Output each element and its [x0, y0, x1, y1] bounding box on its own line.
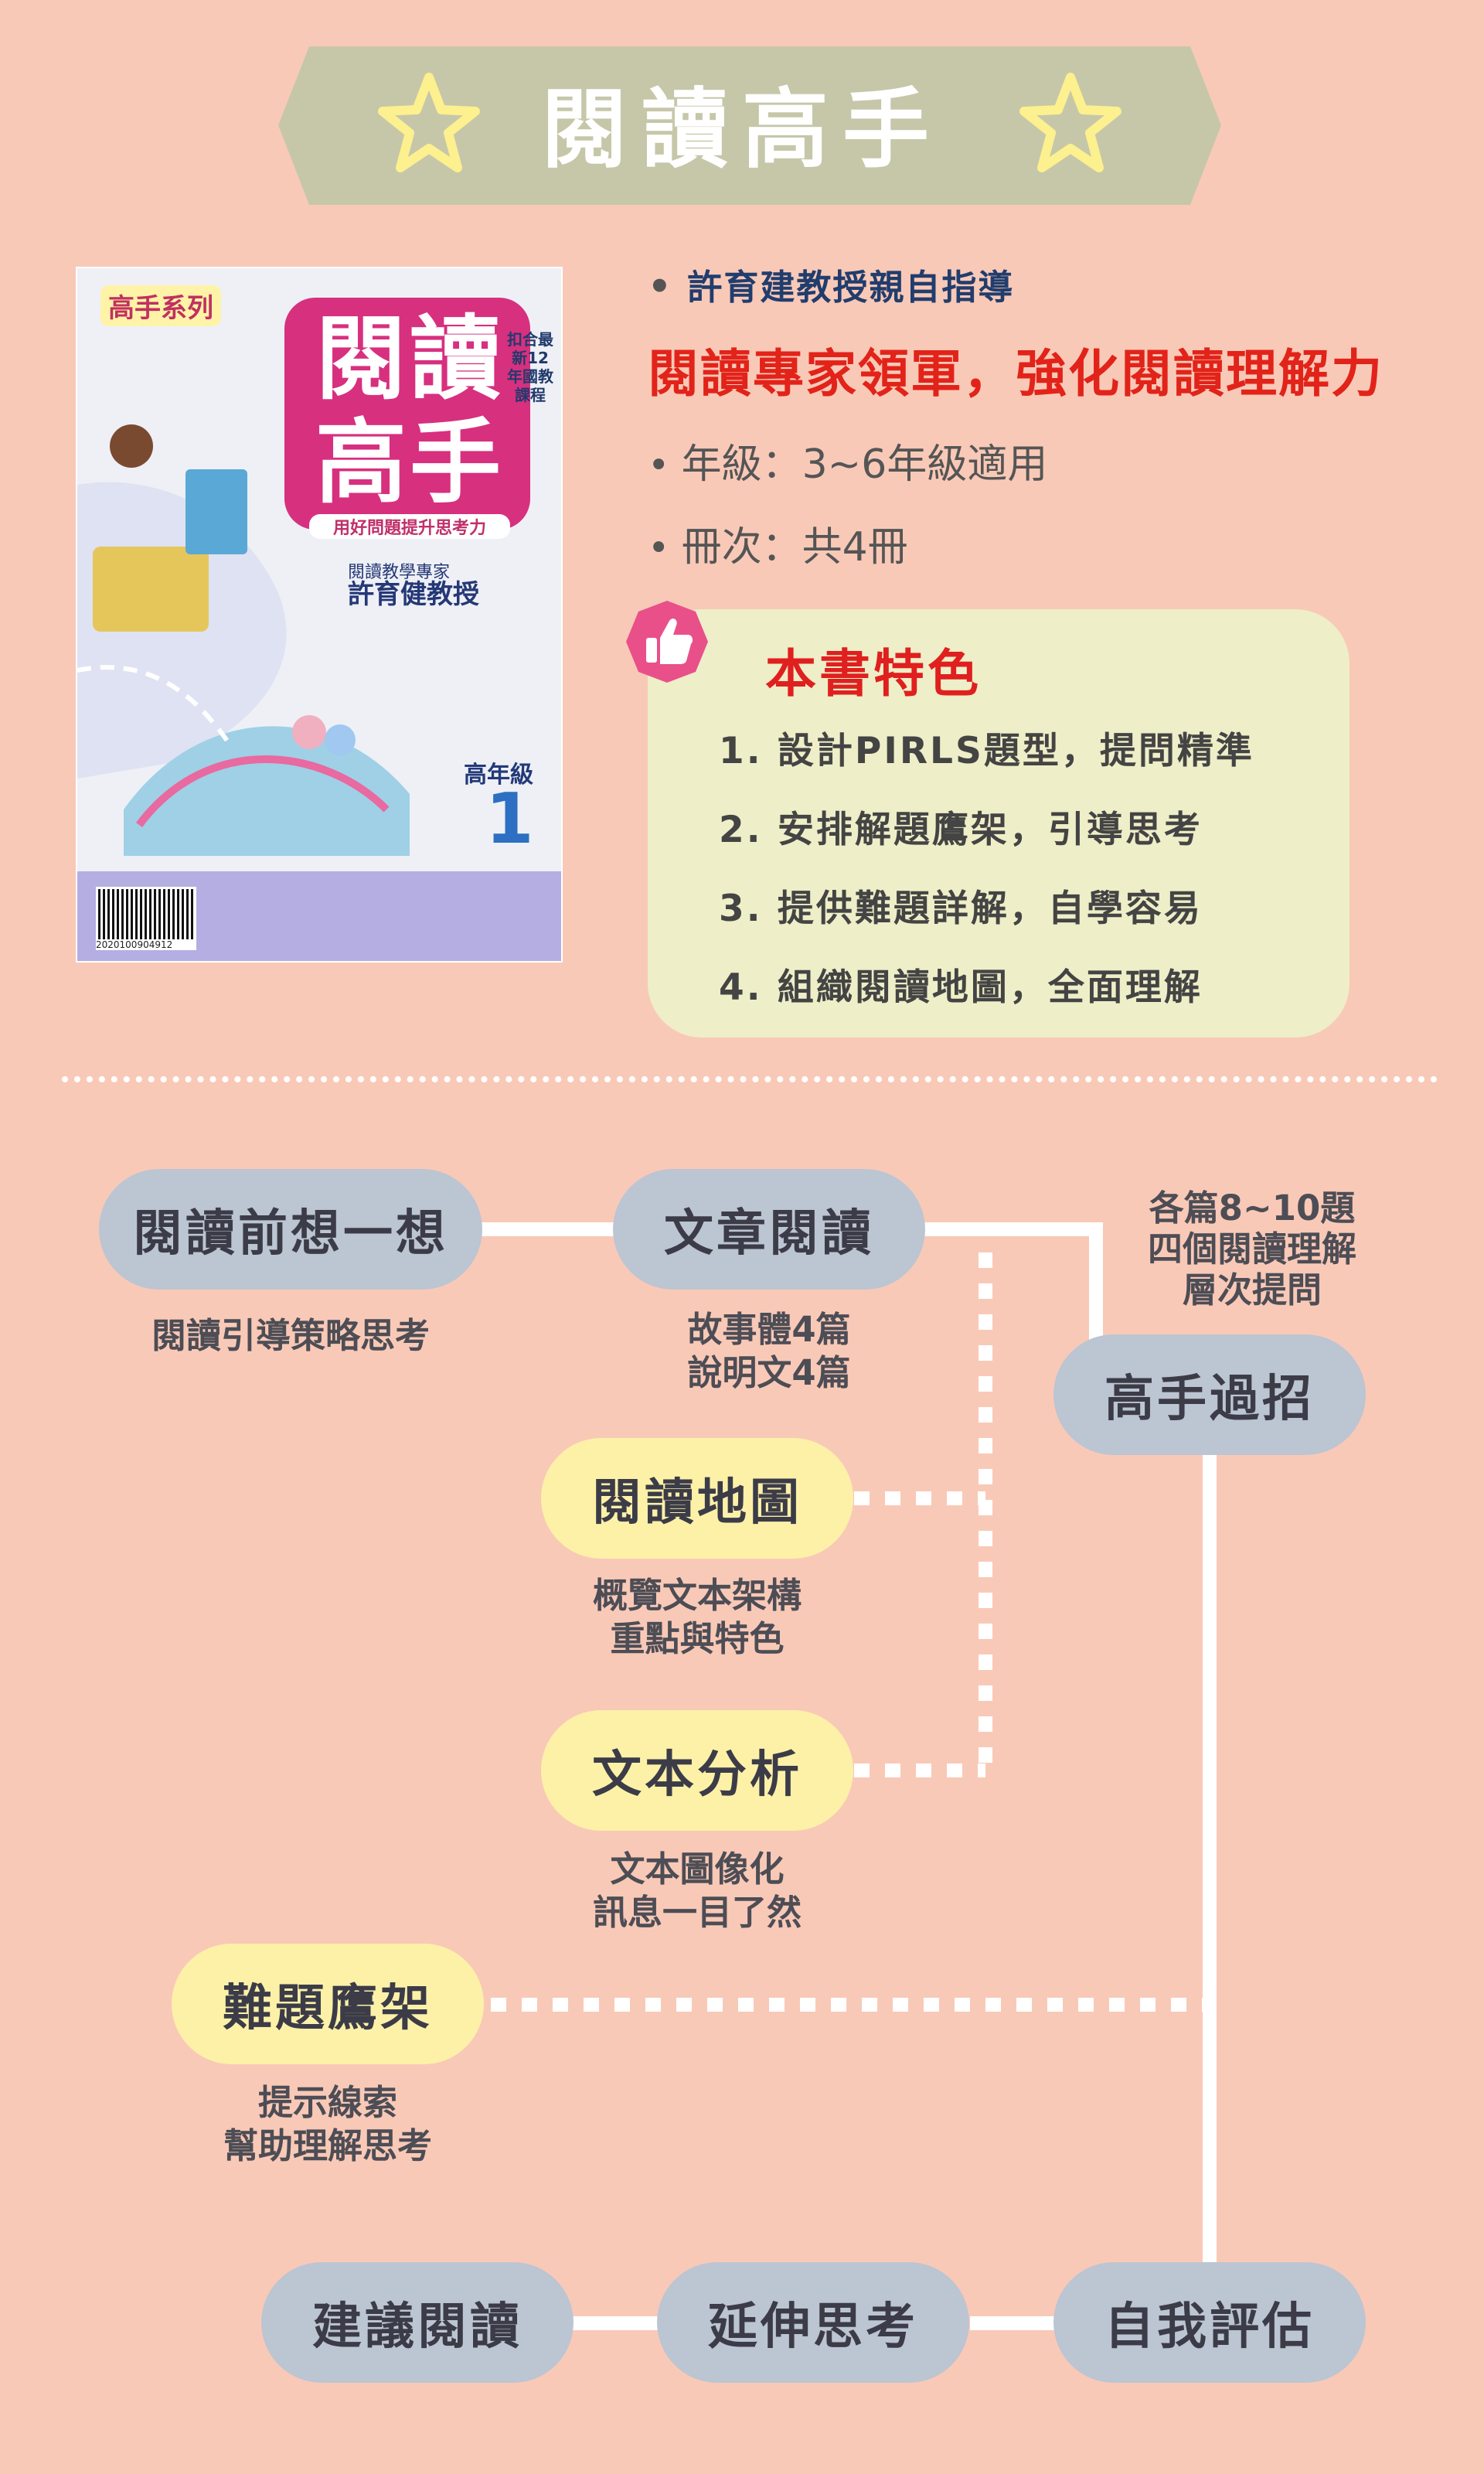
note-article: 故事體4篇 說明文4篇 — [613, 1308, 925, 1395]
section-divider — [62, 1076, 1438, 1082]
node-suggest: 建議閱讀 — [261, 2262, 574, 2383]
bullet-icon: • — [648, 526, 682, 570]
note-line: 訊息一目了然 — [592, 1892, 802, 1933]
note-map: 概覽文本架構 重點與特色 — [541, 1574, 853, 1661]
desc-headline: 閱讀專家領軍，強化閱讀理解力 — [648, 344, 1384, 404]
cover-series-label: 高手系列 — [100, 285, 221, 326]
note-line: 幫助理解思考 — [223, 2125, 432, 2166]
note-line: 提示線索 — [257, 2082, 397, 2123]
features-panel — [648, 609, 1350, 1038]
desc-volumes: • 冊次：共4冊 — [648, 514, 908, 572]
cover-author: 閱讀教學專家 許育健教授 — [348, 562, 518, 609]
note-analysis: 文本圖像化 訊息一目了然 — [541, 1848, 853, 1934]
star-right-icon — [1019, 73, 1122, 172]
note-line: 說明文4篇 — [687, 1352, 851, 1393]
cover-curriculum-tag: 扣合最新12年國教課程 — [507, 330, 553, 404]
page-title: 閱讀高手 — [541, 80, 943, 180]
node-map: 閱讀地圖 — [541, 1438, 853, 1559]
note-line: 層次提問 — [1182, 1269, 1322, 1310]
features-title: 本書特色 — [765, 644, 982, 704]
note-line: 閱讀引導策略思考 — [151, 1315, 430, 1356]
bullet-icon: • — [648, 265, 688, 308]
desc-volumes-text: 冊次：共4冊 — [681, 524, 908, 571]
node-prereading: 閱讀前想一想 — [99, 1169, 482, 1290]
node-analysis: 文本分析 — [541, 1710, 853, 1831]
title-banner — [278, 46, 1221, 205]
cover-subtitle: 用好問題提升思考力 — [309, 514, 510, 539]
cover-illustration — [77, 424, 410, 856]
note-line: 概覽文本架構 — [592, 1575, 802, 1616]
cover-volume: 1 — [485, 779, 534, 860]
note-line: 各篇8~10題 — [1149, 1188, 1356, 1228]
node-scaffold: 難題鷹架 — [172, 1944, 484, 2064]
node-selfeval: 自我評估 — [1053, 2262, 1366, 2383]
node-master: 高手過招 — [1053, 1334, 1366, 1455]
cover-grade: 高年級 — [464, 762, 533, 789]
note-line: 四個閱讀理解 — [1147, 1228, 1356, 1269]
book-cover-image: 高手系列 閱讀高手 用好問題提升思考力 扣合最新12年國教課程 閱讀教學專家 許… — [76, 267, 563, 963]
note-scaffold: 提示線索 幫助理解思考 — [172, 2081, 484, 2168]
node-article: 文章閱讀 — [613, 1169, 925, 1290]
feature-item: 3. 提供難題詳解，自學容易 — [719, 888, 1203, 930]
feature-item: 4. 組織閱讀地圖，全面理解 — [719, 966, 1203, 1009]
cover-barcode-number: 2020100904912 — [96, 939, 196, 950]
desc-grade-text: 年級：3~6年級適用 — [681, 441, 1048, 488]
bullet-icon: • — [648, 444, 682, 487]
feature-item: 1. 設計PIRLS題型，提問精準 — [719, 730, 1254, 772]
cover-title-box — [284, 298, 530, 530]
cover-author-name: 許育健教授 — [348, 579, 479, 610]
desc-grade: • 年級：3~6年級適用 — [648, 431, 1047, 489]
thumbs-up-icon — [626, 601, 708, 683]
cover-title: 閱讀高手 — [315, 305, 504, 516]
note-line: 故事體4篇 — [687, 1309, 851, 1350]
star-left-icon — [378, 73, 480, 172]
note-master: 各篇8~10題 四個閱讀理解 層次提問 — [1067, 1188, 1438, 1310]
desc-lead: • 許育建教授親自指導 — [648, 259, 1014, 309]
cover-author-role: 閱讀教學專家 — [348, 563, 451, 582]
node-extend: 延伸思考 — [657, 2262, 969, 2383]
note-line: 文本圖像化 — [610, 1849, 785, 1890]
desc-lead-text: 許育建教授親自指導 — [687, 267, 1015, 308]
feature-item: 2. 安排解題鷹架，引導思考 — [719, 809, 1203, 851]
note-prereading: 閱讀引導策略思考 — [99, 1314, 482, 1358]
note-line: 重點與特色 — [610, 1618, 785, 1659]
connector-article-master — [920, 1222, 1103, 1349]
